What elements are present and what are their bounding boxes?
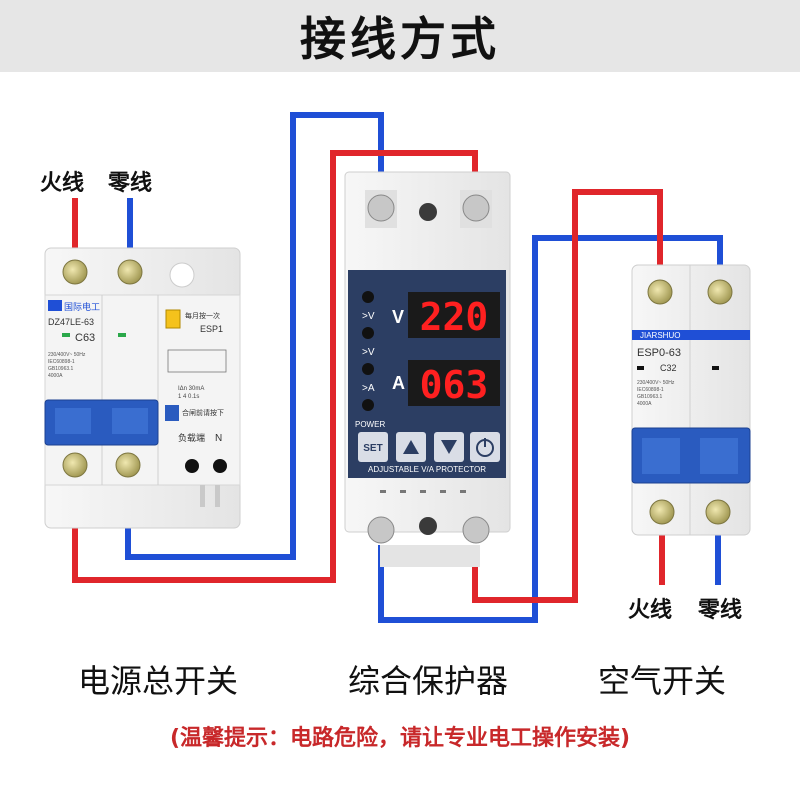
voltage-display <box>408 292 500 338</box>
screw <box>367 516 395 544</box>
up-arrow-icon <box>403 440 419 454</box>
reset-button[interactable] <box>165 405 179 421</box>
air-switch-spec-1: 230/400V~ 50Hz <box>637 380 675 386</box>
main-breaker-esp: ESP1 <box>200 324 223 334</box>
down-arrow-icon <box>441 440 457 454</box>
air-switch-brand: JIARSHUO <box>640 331 680 340</box>
voltage-unit: V <box>392 307 404 327</box>
screw <box>62 452 88 478</box>
screw <box>115 452 141 478</box>
main-breaker-spec-4: 4000A <box>48 373 63 379</box>
screw <box>62 259 88 285</box>
screw <box>117 259 143 285</box>
screw <box>462 516 490 544</box>
air-switch-spec-3: GB10963.1 <box>637 394 663 400</box>
main-breaker-model: DZ47LE-63 <box>48 317 94 327</box>
screw <box>647 279 673 305</box>
protector-caption: 综合保护器 <box>348 662 509 700</box>
screw <box>705 499 731 525</box>
left-live-label: 火线 <box>40 171 85 196</box>
power-indicator <box>362 399 374 411</box>
safety-warning: (温馨提示：电路危险，请让专业电工操作安装) <box>169 726 631 751</box>
set-label: SET <box>363 443 382 454</box>
air-switch-spec-4: 4000A <box>637 401 652 407</box>
test-button[interactable] <box>165 309 181 329</box>
reset-note: 合闸前请按下 <box>182 408 224 417</box>
main-breaker-spec-3: GB10963.1 <box>48 366 74 372</box>
air-switch-caption: 空气开关 <box>598 662 727 700</box>
main-breaker-spec-1: 230/400V~ 50Hz <box>48 352 86 358</box>
screw <box>462 194 490 222</box>
neutral-wire-breaker-protector <box>125 112 384 560</box>
test-note: 每月按一次 <box>185 311 220 320</box>
right-live-label: 火线 <box>628 598 673 623</box>
protector: >V >V >A POWER V A 220 063 SET ADJUSTABL… <box>344 171 511 567</box>
protector-footer: ADJUSTABLE V/A PROTECTOR <box>368 465 486 474</box>
main-breaker-rating: C63 <box>75 332 95 344</box>
air-switch-spec-2: IEC60898-1 <box>637 387 664 393</box>
over-voltage-button-1[interactable] <box>362 291 374 303</box>
air-switch-rating: C32 <box>660 363 677 373</box>
over-current-button[interactable] <box>362 363 374 375</box>
live-wire-breaker-protector <box>72 150 478 583</box>
over-current-label: >A <box>362 383 375 394</box>
right-neutral-label: 零线 <box>698 598 743 623</box>
current-display <box>408 360 500 406</box>
screw <box>649 499 675 525</box>
main-breaker-spec-2: IEC60898-1 <box>48 359 75 365</box>
air-switch: JIARSHUO ESP0-63 C32 230/400V~ 50Hz IEC6… <box>631 264 751 536</box>
left-neutral-label: 零线 <box>108 171 153 196</box>
current-readout: 063 <box>420 363 489 407</box>
leak-spec: IΔn 30mA <box>178 386 204 392</box>
over-voltage-label-1: >V <box>362 311 375 322</box>
neutral-wire-protector-airswitch <box>378 235 723 623</box>
live-wire-protector-airswitch <box>472 189 663 603</box>
load-label: 负载端 <box>178 432 205 444</box>
air-switch-model: ESP0-63 <box>637 347 681 359</box>
title-bar: 接线方式 <box>0 0 800 72</box>
main-breaker: 国际电工 DZ47LE-63 C63 230/400V~ 50Hz IEC608… <box>44 247 241 529</box>
current-unit: A <box>392 373 405 393</box>
page-title: 接线方式 <box>300 12 500 66</box>
voltage-readout: 220 <box>420 295 489 339</box>
main-breaker-brand: 国际电工 <box>64 301 100 312</box>
main-breaker-caption: 电源总开关 <box>78 662 239 700</box>
screw <box>367 194 395 222</box>
set-button[interactable] <box>358 432 388 462</box>
power-label: POWER <box>355 420 385 429</box>
leak-spec-2: 1 4 0.1s <box>178 394 199 400</box>
over-voltage-label-2: >V <box>362 347 375 358</box>
over-voltage-button-2[interactable] <box>362 327 374 339</box>
screw <box>707 279 733 305</box>
n-label: N <box>215 433 222 444</box>
